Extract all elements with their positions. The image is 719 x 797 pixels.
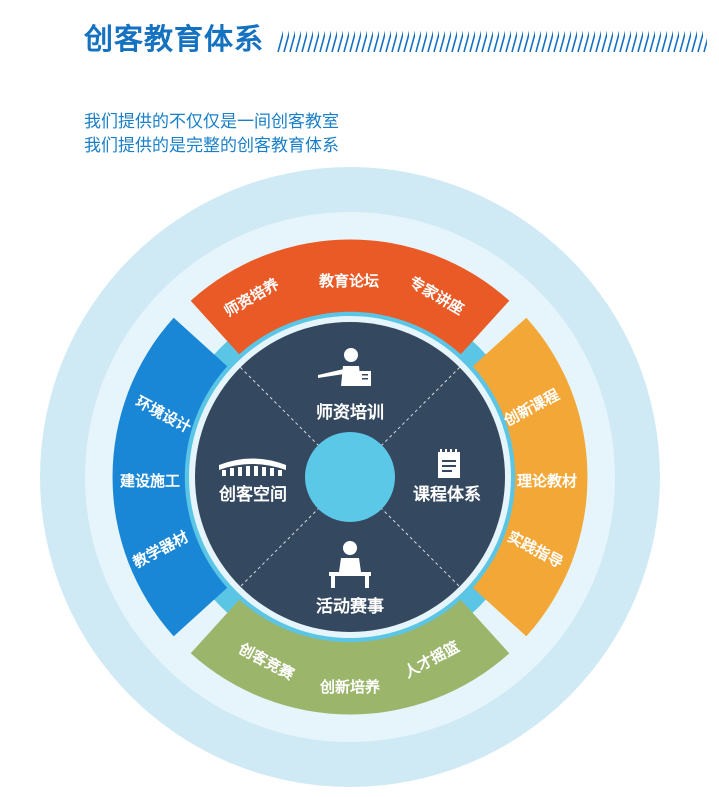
- segment-top: [190, 239, 510, 355]
- segment-right: [472, 317, 588, 637]
- intro-line-2: 我们提供的是完整的创客教育体系: [84, 136, 339, 155]
- intro-line-1: 我们提供的不仅仅是一间创客教室: [84, 112, 339, 131]
- hub-label-top: 师资培训: [316, 402, 384, 422]
- divider-diagonal-2: [240, 367, 460, 587]
- teacher-pointing-icon: [318, 348, 371, 386]
- segment-right-item-2: 理论教材: [517, 472, 577, 490]
- workspace-canopy-icon: [219, 458, 286, 476]
- hub-label-left: 创客空间: [218, 484, 287, 504]
- notepad-icon: [438, 449, 460, 478]
- segment-left: [112, 317, 228, 637]
- divider-diagonal-1: [240, 367, 460, 587]
- segment-bottom-item-2: 创新培养: [319, 678, 381, 696]
- hub-label-right: 课程体系: [413, 484, 481, 504]
- center-circle: [305, 432, 395, 522]
- page-title: 创客教育体系: [84, 24, 265, 56]
- segment-bottom: [190, 599, 510, 715]
- person-at-desk-icon: [329, 541, 371, 588]
- hub-label-bottom: 活动赛事: [316, 596, 384, 616]
- title-hatch-decoration: [277, 30, 707, 52]
- segment-left-item-2: 建设施工: [120, 472, 180, 490]
- segment-top-item-2: 教育论坛: [318, 272, 379, 290]
